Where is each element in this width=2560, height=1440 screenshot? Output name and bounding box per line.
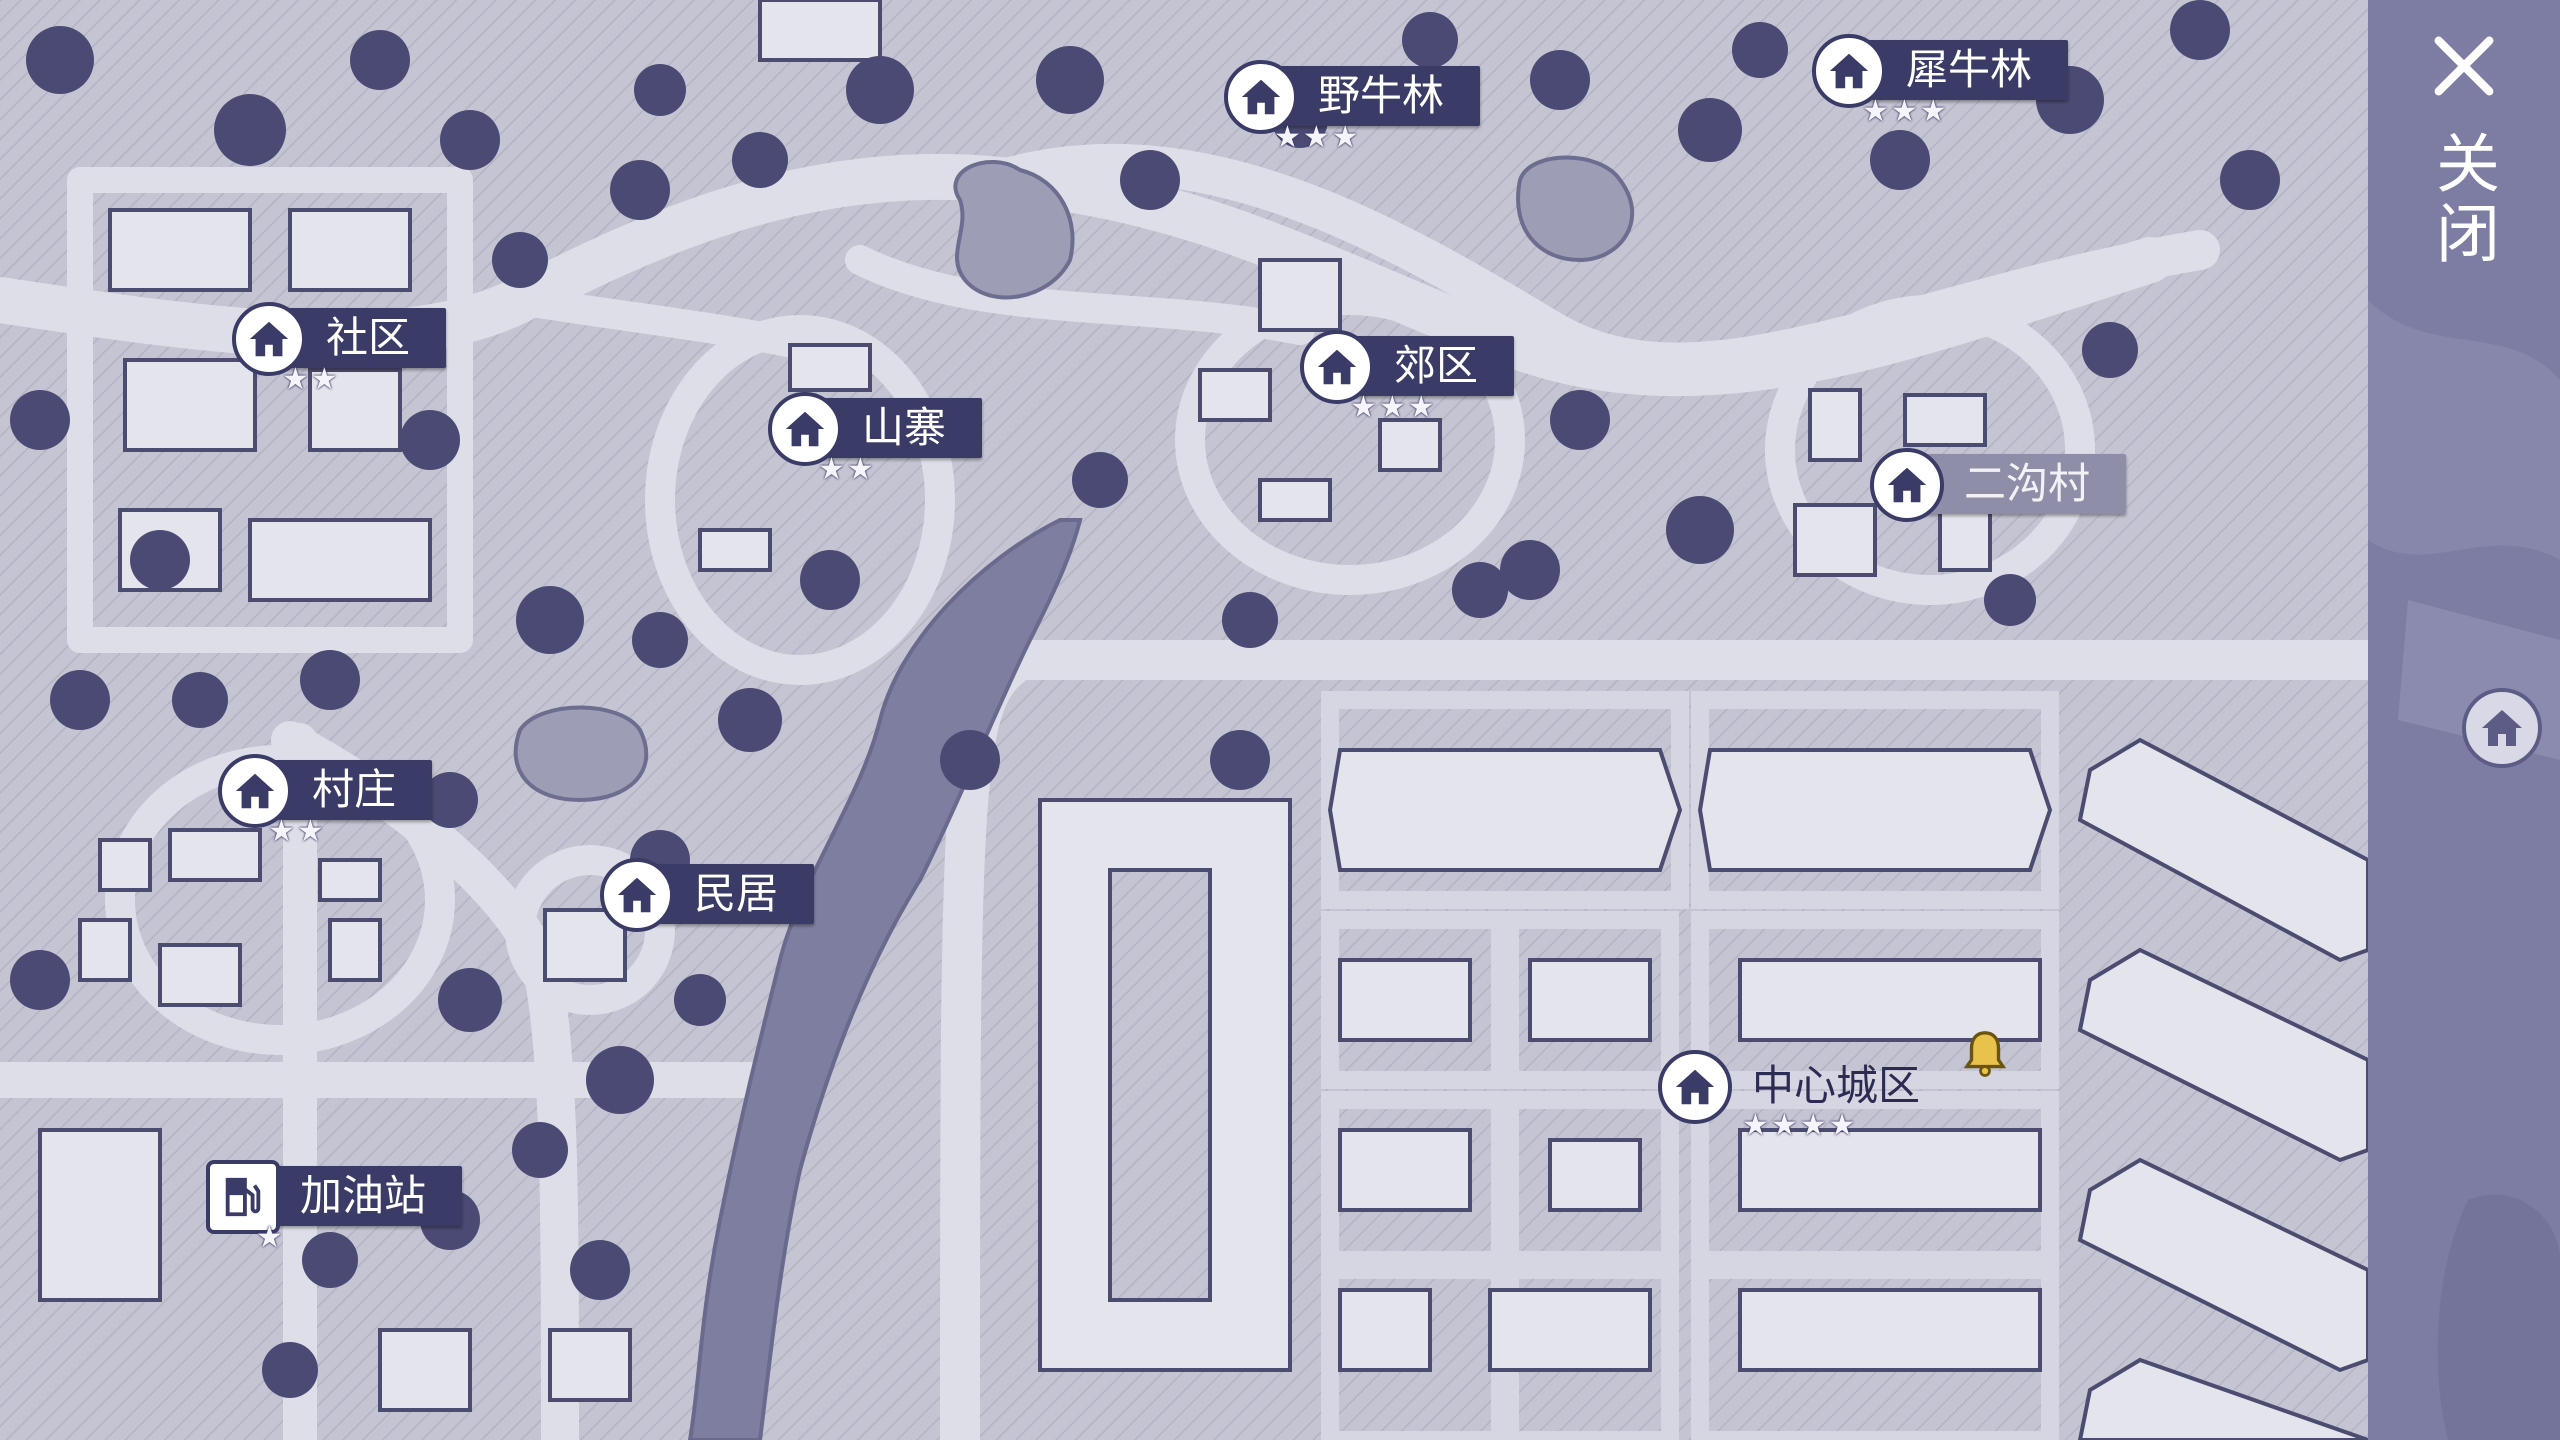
house-icon — [218, 754, 292, 828]
location-name: 社区 — [272, 308, 447, 368]
star-rating: ★★★ — [1862, 94, 1949, 129]
location-name: 野牛林 — [1264, 66, 1481, 126]
location-name: 中心城区 — [1752, 1061, 1921, 1110]
fuel-pump-icon — [206, 1160, 280, 1234]
star-rating: ★★ — [818, 452, 876, 487]
house-icon — [1870, 448, 1944, 522]
house-icon — [1812, 34, 1886, 108]
star-rating: ★★ — [282, 362, 340, 397]
location-name: 二沟村 — [1910, 454, 2127, 514]
location-name: 犀牛林 — [1852, 40, 2069, 100]
house-icon[interactable] — [2462, 688, 2542, 768]
house-icon — [1658, 1050, 1732, 1124]
house-icon — [232, 302, 306, 376]
world-map[interactable]: 野牛林 ★★★ 犀牛林 ★★★ 社区 ★★ 山寨 ★★ 郊区 ★★★ 二沟村 — [0, 0, 2368, 1440]
house-icon — [1300, 330, 1374, 404]
house-icon — [600, 858, 674, 932]
star-rating: ★★★ — [1350, 390, 1437, 425]
house-icon — [768, 392, 842, 466]
location-name: 加油站 — [246, 1166, 463, 1226]
star-rating: ★ — [256, 1220, 285, 1255]
star-rating: ★★ — [268, 814, 326, 849]
close-button[interactable] — [2426, 28, 2502, 104]
star-rating: ★★★ — [1274, 120, 1361, 155]
house-icon — [1224, 60, 1298, 134]
close-label[interactable]: 关闭 — [2425, 130, 2499, 270]
bell-icon[interactable] — [1958, 1026, 2012, 1080]
location-name: 民居 — [640, 864, 815, 924]
star-rating: ★★★★ — [1742, 1108, 1858, 1143]
